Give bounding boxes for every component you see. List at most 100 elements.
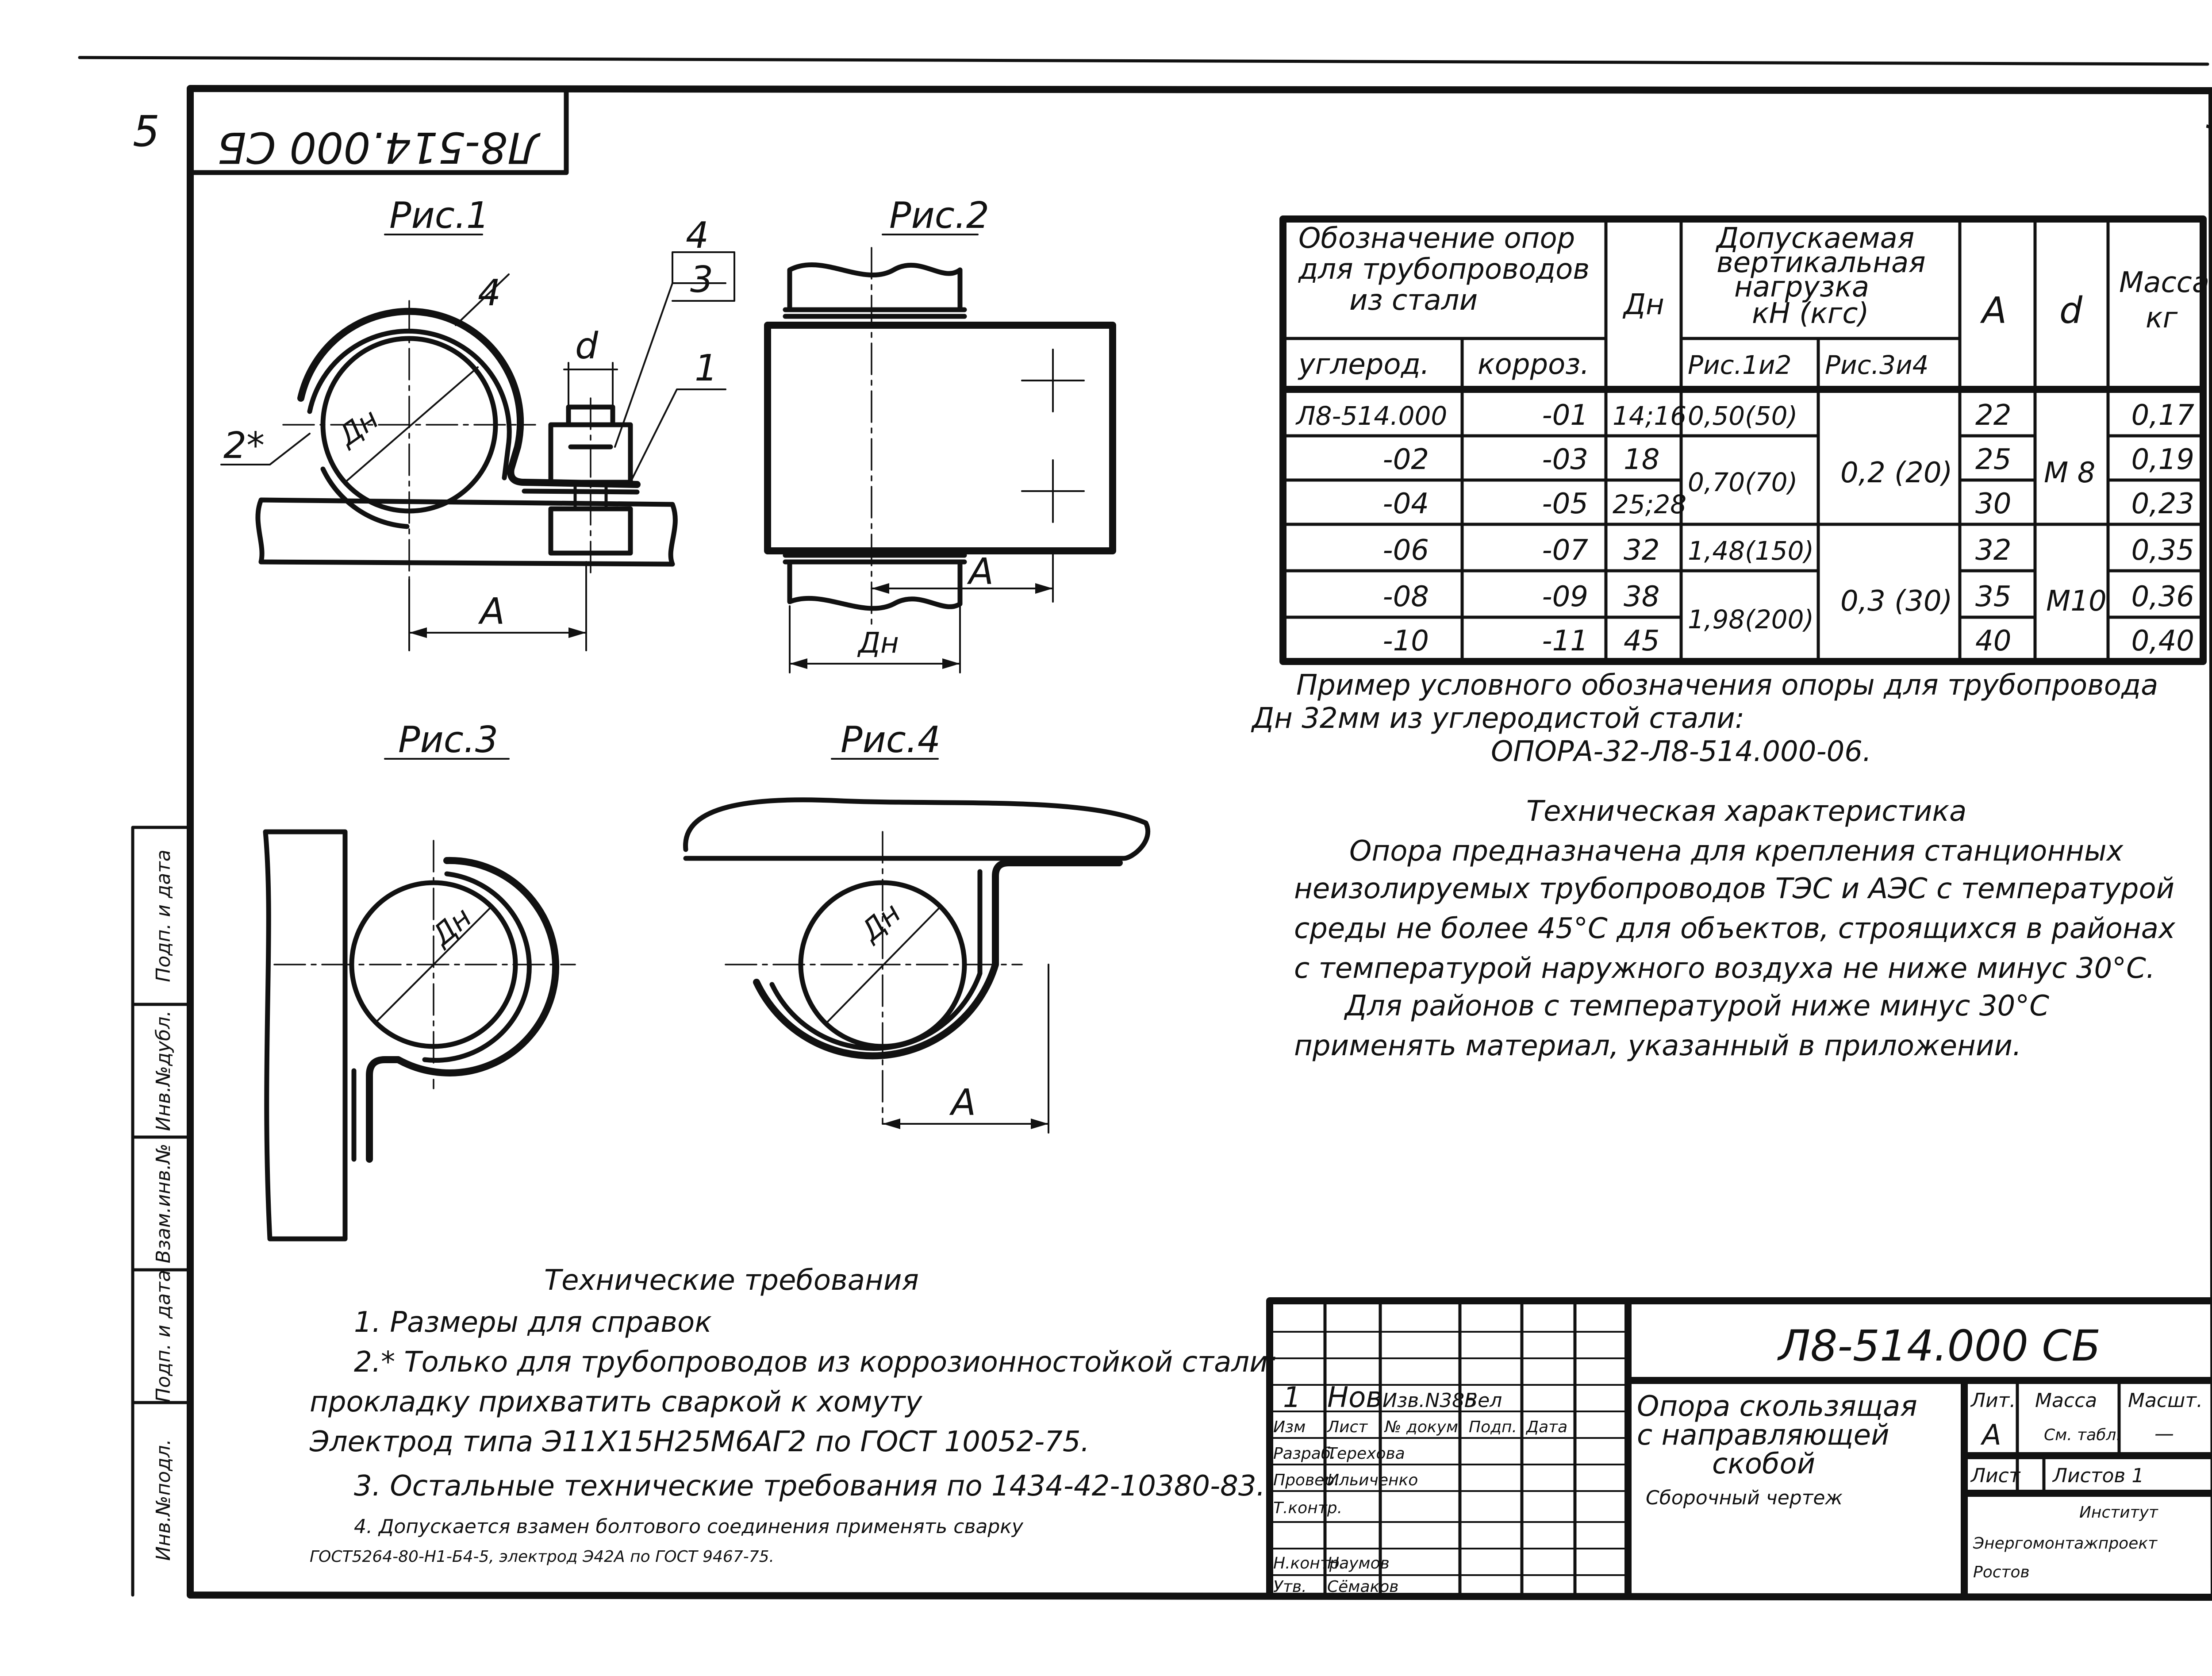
th-designation-3: из стали <box>1349 284 1478 317</box>
row3-mass: 0,23 <box>2131 488 2195 520</box>
a-value-3: 30 <box>1975 488 2011 520</box>
fig1-caption: Рис.1 <box>389 195 489 237</box>
a-value-6: 40 <box>1975 625 2011 657</box>
row6-corrosion: -11 <box>1542 625 1588 657</box>
example-line-1: Пример условного обозначения опоры для т… <box>1296 669 2158 702</box>
tech-char-line-5: Для районов с температурой ниже минус 30… <box>1344 990 2049 1023</box>
col-date: Дата <box>1525 1418 1567 1436</box>
fig2-dim-a: A <box>967 551 994 593</box>
side-stamp: Подп. и дата Инв.№дубл. Взам.инв.№ Подп.… <box>131 826 192 1597</box>
d-value-2: М10 <box>2046 585 2107 618</box>
fig1-leader-4a: 4 <box>478 272 501 314</box>
load34-2: 0,3 (30) <box>1840 585 1953 618</box>
lit-value: А <box>1980 1419 2001 1452</box>
role-4: Н.контр. <box>1273 1554 1344 1572</box>
title-line-2: с направляющей <box>1637 1419 1889 1452</box>
fig4-dim-dn: Дн <box>854 897 907 949</box>
row3-corrosion: -05 <box>1542 488 1588 520</box>
sheets-label: Листов 1 <box>2052 1465 2144 1487</box>
row2-corrosion: -03 <box>1542 443 1588 476</box>
th-load-3: нагрузка <box>1734 271 1869 304</box>
rev-sheet: Нов <box>1327 1381 1382 1414</box>
row5-corrosion: -09 <box>1542 580 1588 613</box>
row4-carbon: -06 <box>1382 534 1429 567</box>
fig2-dim-dn: Дн <box>857 627 899 660</box>
title-block: Л8-514.000 СБ Опора скользящая с направл… <box>1266 1297 2212 1599</box>
th-load-1: Допускаемая <box>1715 222 1914 255</box>
th-dn: Дн <box>1622 288 1664 321</box>
tech-req-line-4: Электрод типа Э11Х15Н25М6АГ2 по ГОСТ 100… <box>309 1426 1090 1458</box>
load12-2: 0,70(70) <box>1688 467 1797 497</box>
th-fig34: Рис.3и4 <box>1825 350 1929 380</box>
figure-4: Рис.4 Дн A <box>683 719 1151 1134</box>
title-line-3: скобой <box>1712 1448 1815 1480</box>
rev-doc: Изв.N385 <box>1382 1389 1477 1412</box>
org-line-3: Ростов <box>1973 1563 2030 1581</box>
tech-req-line-3: прокладку прихватить сваркой к хомуту <box>310 1386 923 1418</box>
role-2: Провер. <box>1273 1471 1340 1489</box>
title-line-4: Сборочный чертеж <box>1646 1487 1843 1509</box>
tech-req-title: Технические требования <box>544 1264 919 1297</box>
title-block-code: Л8-514.000 СБ <box>1777 1321 2101 1371</box>
fig1-dim-a: A <box>478 591 505 633</box>
row5-carbon: -08 <box>1382 580 1429 613</box>
col-izm: Изм <box>1273 1418 1306 1436</box>
spec-table: Обозначение опор для трубопроводов из ст… <box>1279 215 2212 665</box>
row4-mass: 0,35 <box>2131 534 2195 567</box>
row2-dn: 18 <box>1624 443 1659 476</box>
row5-dn: 38 <box>1624 580 1659 613</box>
a-value-2: 25 <box>1975 443 2011 476</box>
th-mass-1: Масса, <box>2119 266 2212 299</box>
rev-sign: Вел <box>1464 1389 1502 1412</box>
tech-char-title: Техническая характеристика <box>1526 795 1966 828</box>
rev-num: 1 <box>1283 1381 1301 1414</box>
figure-3: Рис.3 Дн <box>263 719 576 1242</box>
role-3: Т.контр. <box>1273 1499 1342 1517</box>
row1-carbon: Л8-514.000 <box>1295 401 1447 431</box>
a-value-4: 32 <box>1975 534 2011 567</box>
col-list: Лист <box>1326 1418 1368 1436</box>
technical-characteristics: Техническая характеристика Опора предназ… <box>1294 795 2176 1062</box>
row4-dn: 32 <box>1624 534 1659 567</box>
load34-1: 0,2 (20) <box>1840 457 1953 489</box>
load12-3: 1,48(150) <box>1688 536 1814 566</box>
th-corrosion: корроз. <box>1478 348 1590 381</box>
tech-req-line-1: 1. Размеры для справок <box>354 1306 712 1339</box>
fig1-leader-1: 1 <box>695 347 718 389</box>
role-1: Разраб. <box>1273 1445 1336 1463</box>
page-number-right: 5 <box>2205 95 2212 137</box>
tech-char-line-4: с температурой наружного воздуха не ниже… <box>1294 952 2155 985</box>
tech-char-line-6: применять материал, указанный в приложен… <box>1294 1030 2021 1062</box>
sheet-frame <box>78 56 2212 1601</box>
row2-carbon: -02 <box>1382 443 1429 476</box>
tech-char-line-1: Опора предназначена для крепления станци… <box>1349 835 2124 868</box>
th-mass-2: кг <box>2146 302 2178 334</box>
fig4-dim-a: A <box>949 1082 976 1124</box>
col-doc: № докум. <box>1384 1418 1463 1436</box>
fig1-dim-d: d <box>575 325 599 367</box>
tech-req-line-2: 2.* Только для трубопроводов из коррозио… <box>354 1346 1277 1379</box>
th-designation-1: Обозначение опор <box>1298 222 1575 255</box>
stamp-box: Л8-514.000 СБ <box>188 86 569 175</box>
th-fig12: Рис.1и2 <box>1688 350 1792 380</box>
fig1-leader-3: 3 <box>690 259 713 301</box>
figure-2: Рис.2 Дн A <box>764 195 1116 673</box>
row1-mass: 0,17 <box>2131 399 2195 432</box>
role-4-name: Наумов <box>1327 1554 1390 1572</box>
a-value-1: 22 <box>1975 399 2011 432</box>
technical-requirements: Технические требования 1. Размеры для сп… <box>309 1264 1277 1566</box>
fig4-caption: Рис.4 <box>841 719 941 761</box>
tech-char-line-3: среды не более 45°С для объектов, строящ… <box>1294 912 2176 945</box>
tech-req-line-5: 3. Остальные технические требования по 1… <box>354 1470 1265 1503</box>
a-value-5: 35 <box>1975 580 2011 613</box>
row6-dn: 45 <box>1624 625 1659 657</box>
mass-value: См. табл. <box>2044 1426 2121 1444</box>
role-5-name: Сёмаков <box>1327 1578 1399 1596</box>
fig3-caption: Рис.3 <box>398 719 498 761</box>
role-2-name: Ильиченко <box>1327 1471 1418 1489</box>
th-load-2: вертикальная <box>1717 246 1926 279</box>
fig1-leader-2: 2* <box>223 425 265 467</box>
row6-mass: 0,40 <box>2131 625 2195 657</box>
scale-value: — <box>2154 1422 2174 1445</box>
